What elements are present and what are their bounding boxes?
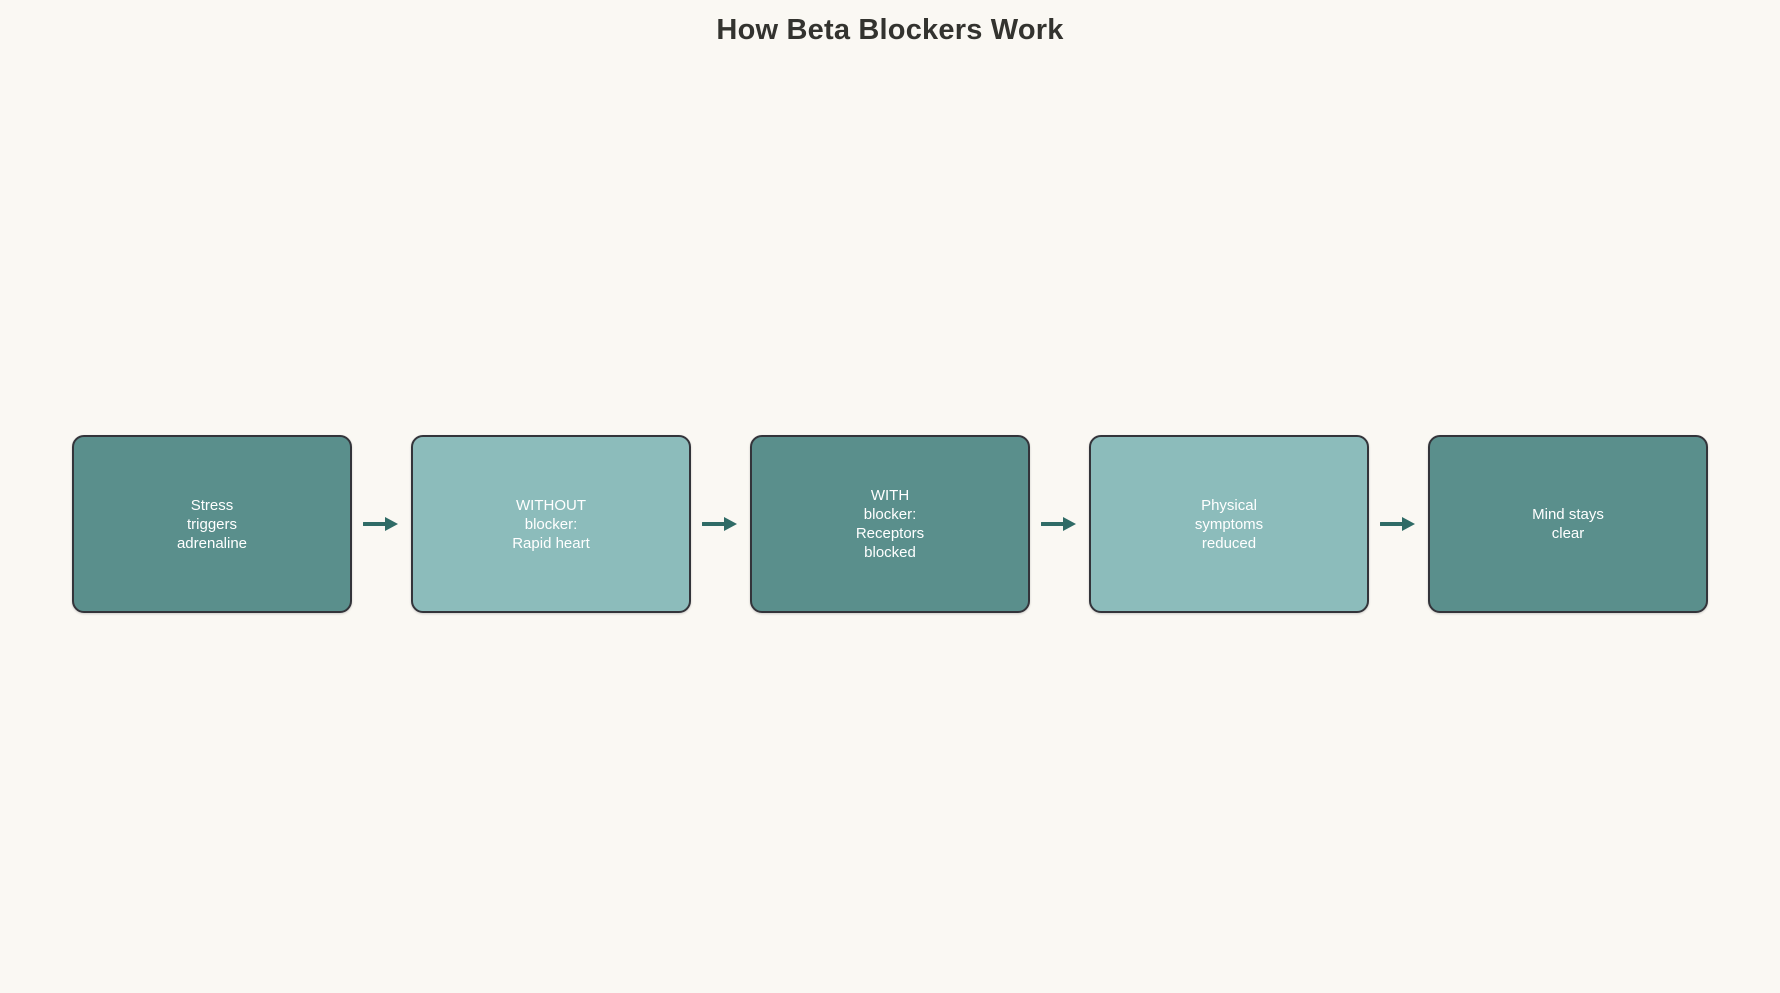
flow-node-label: WITH blocker: Receptors blocked <box>855 487 925 561</box>
flow-node-without-blocker[interactable]: WITHOUT blocker: Rapid heart <box>411 435 691 613</box>
flow-node-stress[interactable]: Stress triggers adrenaline <box>72 435 352 613</box>
flow-node-label: Stress triggers adrenaline <box>176 496 248 552</box>
flow-node-label: Mind stays clear <box>1532 506 1604 542</box>
arrow-right-icon <box>1369 512 1428 536</box>
flow-node-label: WITHOUT blocker: Rapid heart <box>512 496 590 552</box>
flow-node-with-blocker[interactable]: WITH blocker: Receptors blocked <box>750 435 1030 613</box>
page-title: How Beta Blockers Work <box>716 14 1064 46</box>
flow-node-symptoms-reduced[interactable]: Physical symptoms reduced <box>1089 435 1369 613</box>
flow-diagram: Stress triggers adrenaline WITHOUT blocke… <box>0 434 1780 614</box>
flow-node-mind-clear[interactable]: Mind stays clear <box>1428 435 1708 613</box>
arrow-right-icon <box>352 512 411 536</box>
flow-node-label: Physical symptoms reduced <box>1194 496 1264 552</box>
arrow-right-icon <box>1030 512 1089 536</box>
arrow-right-icon <box>691 512 750 536</box>
